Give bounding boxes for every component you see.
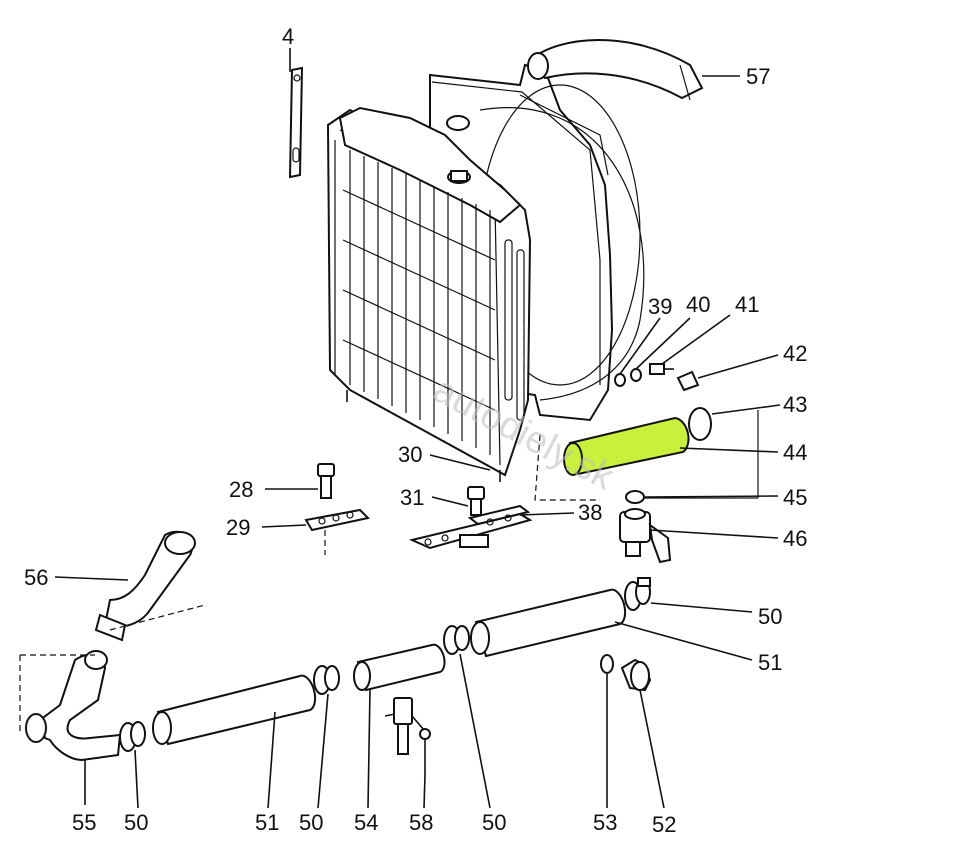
label-40: 40	[686, 292, 710, 317]
lower-hose-run: 50 51 50 54 58 50 51	[119, 577, 782, 835]
part-30-leader: 30	[398, 442, 491, 471]
leader-bracket	[534, 410, 759, 501]
radiator	[326, 106, 532, 482]
part-28-bolt: 28	[229, 463, 335, 502]
label-56: 56	[24, 565, 48, 590]
label-41: 41	[735, 292, 759, 317]
label-30: 30	[398, 442, 422, 467]
label-52: 52	[652, 812, 676, 837]
part-52-plug: 52	[620, 658, 676, 837]
label-38: 38	[578, 500, 602, 525]
label-4: 4	[282, 24, 294, 49]
part-55-y-pipe: 55	[25, 650, 122, 835]
part-57-upper-hose: 57	[527, 39, 770, 101]
label-50-b: 50	[299, 810, 323, 835]
label-44: 44	[783, 440, 807, 465]
label-29: 29	[226, 515, 250, 540]
label-51-a: 51	[255, 810, 279, 835]
part-4-strap: 4	[282, 24, 304, 179]
part-44-hose-highlighted: 44	[563, 416, 807, 476]
part-29-bracket: 29	[226, 508, 371, 555]
label-45: 45	[783, 485, 807, 510]
label-50-d: 50	[482, 810, 506, 835]
label-55: 55	[72, 810, 96, 835]
part-45-washer: 45	[625, 485, 807, 510]
part-42-clip: 42	[676, 341, 807, 392]
part-56-bent-hose: 56	[24, 530, 196, 642]
label-46: 46	[783, 526, 807, 551]
part-31-bolt: 31	[400, 485, 485, 516]
label-50-a: 50	[124, 810, 148, 835]
label-42: 42	[783, 341, 807, 366]
label-43: 43	[783, 392, 807, 417]
label-50-c: 50	[758, 604, 782, 629]
drain-bolt-assembly: 39 40 41	[614, 292, 759, 387]
label-58: 58	[409, 810, 433, 835]
label-39: 39	[648, 294, 672, 319]
label-31: 31	[400, 485, 424, 510]
label-28: 28	[229, 477, 253, 502]
part-46-drain-tap: 46	[619, 508, 807, 564]
label-51-b: 51	[758, 650, 782, 675]
part-53-washer: 53	[593, 654, 617, 835]
label-54: 54	[354, 810, 378, 835]
reference-lines	[19, 604, 206, 735]
part-43-clamp: 43	[688, 392, 807, 441]
part-38-mounting-plate: 38	[408, 500, 602, 550]
label-53: 53	[593, 810, 617, 835]
label-57: 57	[746, 64, 770, 89]
